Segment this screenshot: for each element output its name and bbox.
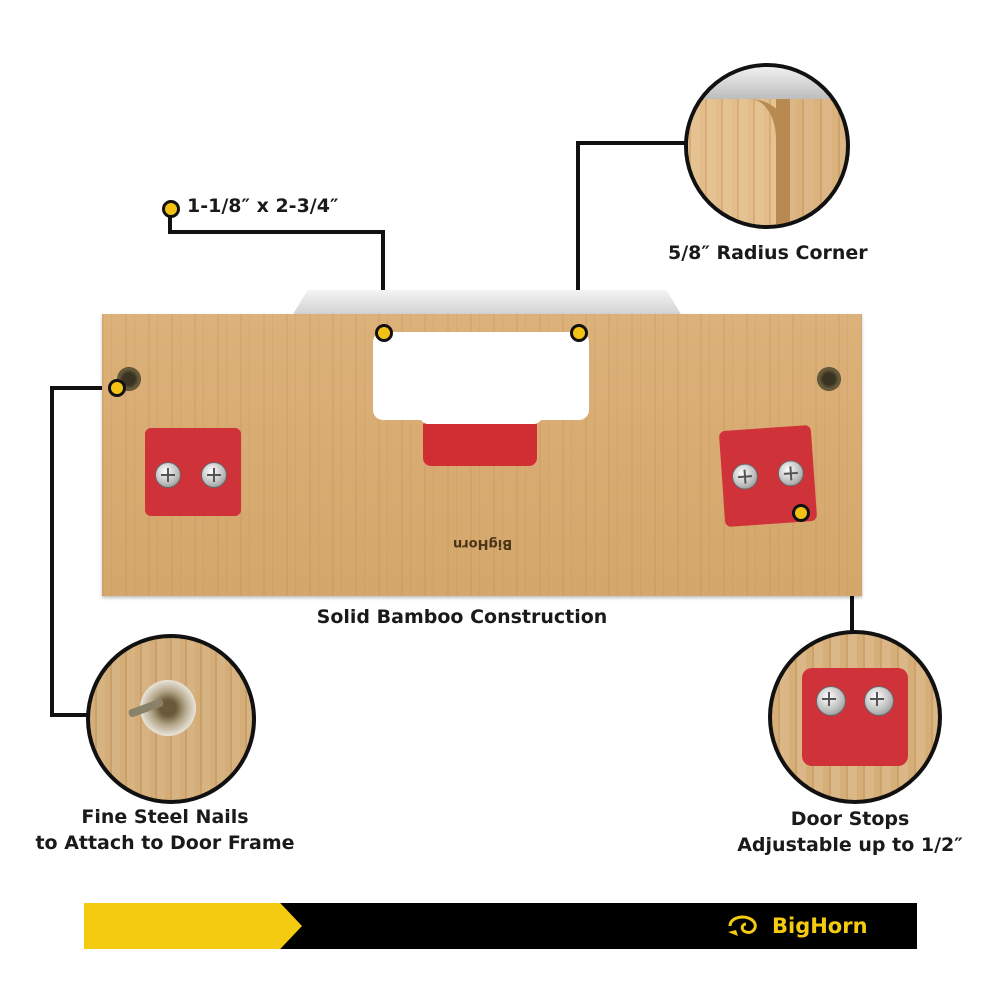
board-logo-engraving: BigHorn bbox=[453, 536, 513, 551]
red-base-tab bbox=[423, 423, 537, 466]
callout-dot-opening-right bbox=[570, 324, 588, 342]
nails-label-line2: to Attach to Door Frame bbox=[35, 832, 295, 854]
stops-label-line2: Adjustable up to 1/2″ bbox=[737, 834, 963, 856]
screw-icon bbox=[155, 462, 181, 488]
construction-label: Solid Bamboo Construction bbox=[316, 606, 608, 628]
callout-dot-opening bbox=[162, 200, 180, 218]
callout-dot-nail bbox=[108, 379, 126, 397]
door-stop-detail-image bbox=[768, 630, 942, 804]
screw-icon bbox=[731, 462, 759, 491]
bighorn-logo-icon bbox=[728, 915, 757, 936]
top-metal-plate bbox=[292, 290, 682, 316]
board-opening-notch bbox=[420, 404, 542, 424]
opening-size-label: 1-1/8″ x 2-3/4″ bbox=[187, 195, 339, 217]
banner-yellow-arrow bbox=[84, 903, 302, 949]
door-stop-left bbox=[145, 428, 241, 516]
brand-logo: BigHorn bbox=[726, 909, 868, 943]
stops-label-line1: Door Stops bbox=[790, 808, 910, 830]
nails-label-line1: Fine Steel Nails bbox=[81, 806, 249, 828]
callout-dot-stop bbox=[792, 504, 810, 522]
screw-icon bbox=[776, 459, 805, 488]
radius-corner-detail-image bbox=[684, 63, 850, 229]
nail-detail-image bbox=[86, 634, 256, 804]
screw-icon bbox=[201, 462, 227, 488]
screw-icon bbox=[816, 686, 846, 716]
screw-icon bbox=[864, 686, 894, 716]
radius-corner-label: 5/8″ Radius Corner bbox=[668, 242, 868, 264]
callout-dot-opening-left bbox=[375, 324, 393, 342]
brand-name: BigHorn bbox=[772, 914, 868, 938]
nail-right-icon bbox=[817, 367, 841, 391]
